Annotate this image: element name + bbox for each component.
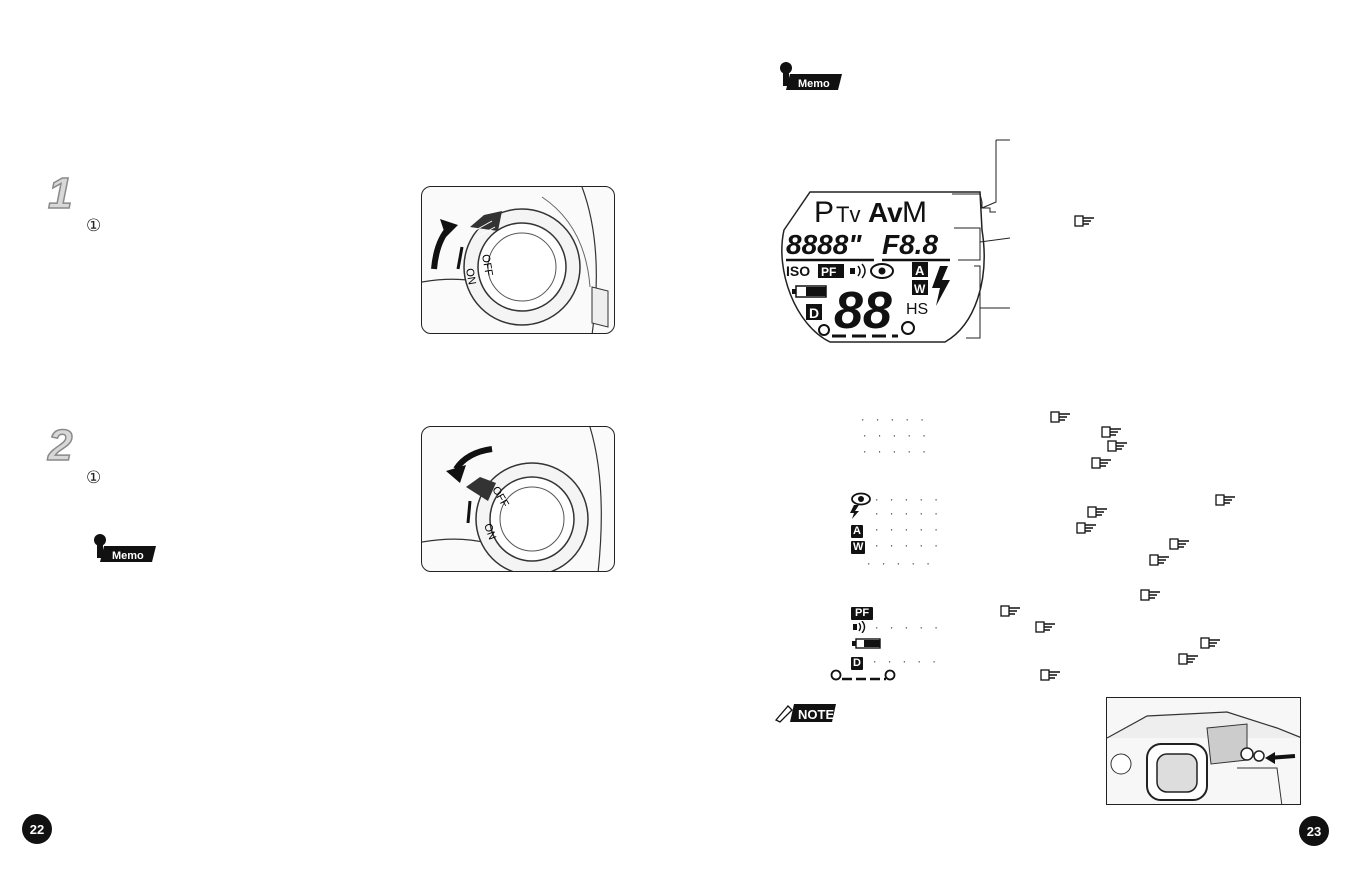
lcd-flash-bolt-icon	[932, 266, 950, 306]
page-reference-hand-icon	[1169, 538, 1189, 550]
legend-d-label: D	[851, 657, 863, 670]
step-2-number: 2	[47, 421, 73, 470]
lcd-film-end-icon	[901, 321, 915, 335]
page-reference-hand-icon	[1107, 440, 1127, 452]
lcd-mode-av: Av	[868, 197, 903, 228]
step-2-substep: ①	[86, 468, 102, 488]
page-reference-hand-icon	[1091, 457, 1111, 469]
legend-dots-4: · · · · ·	[874, 496, 941, 506]
page-reference-hand-icon	[1040, 669, 1060, 681]
camera-back-drawing	[1107, 711, 1300, 804]
page-reference-hand-icon	[1087, 506, 1107, 518]
page-reference-hand-icon	[1000, 605, 1020, 617]
dial-1-on-label: ON	[463, 267, 478, 285]
legend-d-badge: D	[851, 653, 863, 671]
legend-dots-1: · · · · ·	[860, 416, 927, 426]
page-reference-hand-icon	[1076, 522, 1096, 534]
lcd-panel-diagram: P Tv Av M 8888" F8.8 ISO PF A W D 8	[770, 130, 1030, 350]
note-pencil-icon: NOTE	[774, 704, 836, 723]
page-number-left: 22	[22, 814, 52, 844]
note-badge: NOTE	[774, 700, 840, 729]
legend-dots-10: · · · · ·	[872, 658, 939, 668]
lcd-film-start-icon	[818, 324, 830, 336]
page-reference-hand-icon	[1200, 637, 1220, 649]
lcd-aperture-readout: F8.8	[882, 229, 938, 260]
page-reference-hand-icon	[1215, 494, 1235, 506]
legend-dots-8: · · · · ·	[866, 560, 933, 570]
legend-w-label: W	[851, 541, 866, 554]
lcd-flash-w: W	[914, 282, 926, 296]
page-number-right: 23	[1299, 816, 1329, 846]
page-reference-hand-icon	[1178, 653, 1198, 665]
legend-pf-badge: PF	[851, 603, 874, 621]
memo-badge-right: Memo	[776, 60, 846, 99]
power-switch-off-illustration: OFF ON	[421, 426, 615, 572]
page-reference-hand-icon	[1035, 621, 1055, 633]
lcd-d-badge: D	[809, 305, 819, 321]
camera-dial-drawing-1: OFF ON	[422, 187, 609, 333]
lcd-mode-p: P	[814, 196, 834, 229]
dial-2-on-label: ON	[481, 522, 498, 542]
lcd-flash-a: A	[915, 263, 925, 278]
legend-battery-icon	[852, 638, 881, 649]
legend-red-eye-icon	[851, 492, 871, 506]
legend-dots-2: · · · · ·	[862, 432, 929, 442]
note-label: NOTE	[798, 707, 834, 722]
legend-dots-3: · · · · ·	[862, 448, 929, 458]
legend-flash-bolt-icon	[850, 505, 859, 519]
page-reference-hand-icon	[1149, 554, 1169, 566]
page-reference-hand-icon	[1101, 426, 1121, 438]
dial-1-off-label: OFF	[479, 253, 495, 277]
lcd-frame-counter: 88	[834, 282, 892, 340]
legend-pf-label: PF	[851, 607, 874, 620]
lcd-mode-tv: Tv	[836, 202, 860, 227]
lcd-battery-icon	[792, 285, 827, 298]
lcd-red-eye-icon	[870, 263, 894, 279]
memo-pin-icon: Memo	[780, 62, 842, 90]
page-reference-hand-icon	[1140, 589, 1160, 601]
legend-dots-9: · · · · ·	[874, 624, 941, 634]
legend-a-label: A	[851, 525, 863, 538]
legend-film-progress-icon	[830, 669, 896, 681]
memo-label-left: Memo	[112, 550, 144, 562]
legend-dots-5: · · · · ·	[874, 510, 941, 520]
lcd-beep-icon	[850, 263, 866, 279]
step-1-substep: ①	[86, 216, 102, 236]
memo-badge-left: Memo	[90, 532, 160, 571]
legend-a-badge: A	[851, 521, 863, 539]
memo-label-right: Memo	[798, 78, 830, 90]
lcd-hs-label: HS	[906, 301, 928, 318]
lcd-mode-m: M	[902, 196, 927, 229]
rotate-arrow-down-icon	[453, 446, 493, 471]
legend-dots-6: · · · · ·	[874, 526, 941, 536]
lcd-panel-svg: P Tv Av M 8888" F8.8 ISO PF A W D 8	[781, 139, 1011, 343]
legend-beep-icon	[853, 621, 866, 633]
legend-dots-7: · · · · ·	[874, 542, 941, 552]
camera-dial-drawing-2: OFF ON	[422, 427, 602, 571]
memo-pin-icon: Memo	[94, 534, 156, 562]
camera-back-illustration	[1106, 697, 1301, 805]
lcd-pf-label: PF	[821, 265, 836, 279]
legend-w-badge: W	[851, 537, 866, 555]
page-reference-hand-icon	[1050, 411, 1070, 423]
lcd-shutter-readout: 8888"	[786, 229, 862, 260]
page-reference-hand-icon	[1074, 215, 1094, 227]
step-1-number: 1	[47, 169, 73, 218]
lcd-iso-label: ISO	[786, 263, 810, 279]
power-switch-on-illustration: OFF ON	[421, 186, 615, 334]
